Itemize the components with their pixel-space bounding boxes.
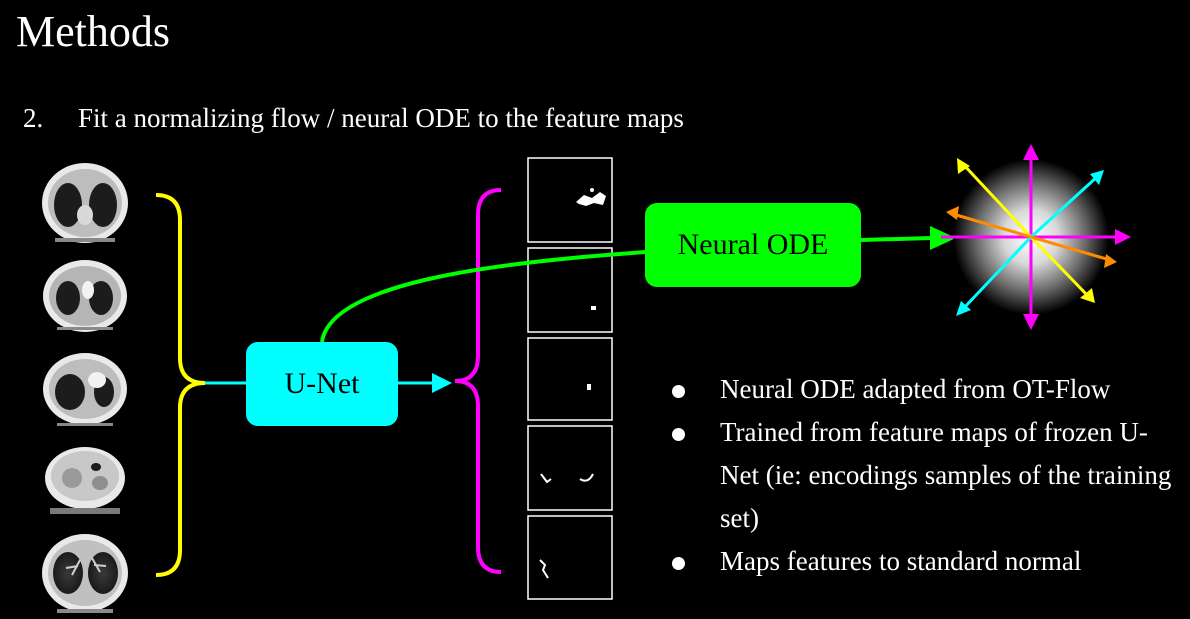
ct-scan-1: [42, 163, 128, 243]
feature-bracket: [454, 188, 502, 574]
normal-arrows: [941, 144, 1131, 330]
ode-output-arrow: [860, 236, 933, 242]
neural-ode-box: Neural ODE: [645, 203, 861, 287]
slide-title: Methods: [16, 7, 170, 56]
ct-scan-2: [43, 260, 127, 332]
input-bracket: [155, 193, 206, 577]
bullet-item: Maps features to standard normal: [668, 540, 1180, 583]
step-heading: 2. Fit a normalizing flow / neural ODE to…: [23, 100, 684, 136]
unet-arrowhead: [432, 373, 452, 393]
bullet-item: Trained from feature maps of frozen U-Ne…: [668, 411, 1180, 540]
unet-box: U-Net: [246, 342, 398, 426]
feature-map-1: [527, 157, 613, 243]
bullet-list: Neural ODE adapted from OT-Flow Trained …: [668, 368, 1180, 583]
feature-map-3: [527, 337, 613, 421]
feature-map-5: [527, 515, 613, 600]
step-number: 2.: [23, 103, 44, 133]
ct-scan-4: [45, 447, 125, 514]
ct-scan-3: [43, 353, 127, 426]
bullet-item: Neural ODE adapted from OT-Flow: [668, 368, 1180, 411]
feature-map-4: [527, 425, 613, 511]
ct-scan-5: [42, 534, 128, 613]
step-text: Fit a normalizing flow / neural ODE to t…: [78, 103, 684, 133]
unet-to-ode-curve: [320, 250, 647, 343]
